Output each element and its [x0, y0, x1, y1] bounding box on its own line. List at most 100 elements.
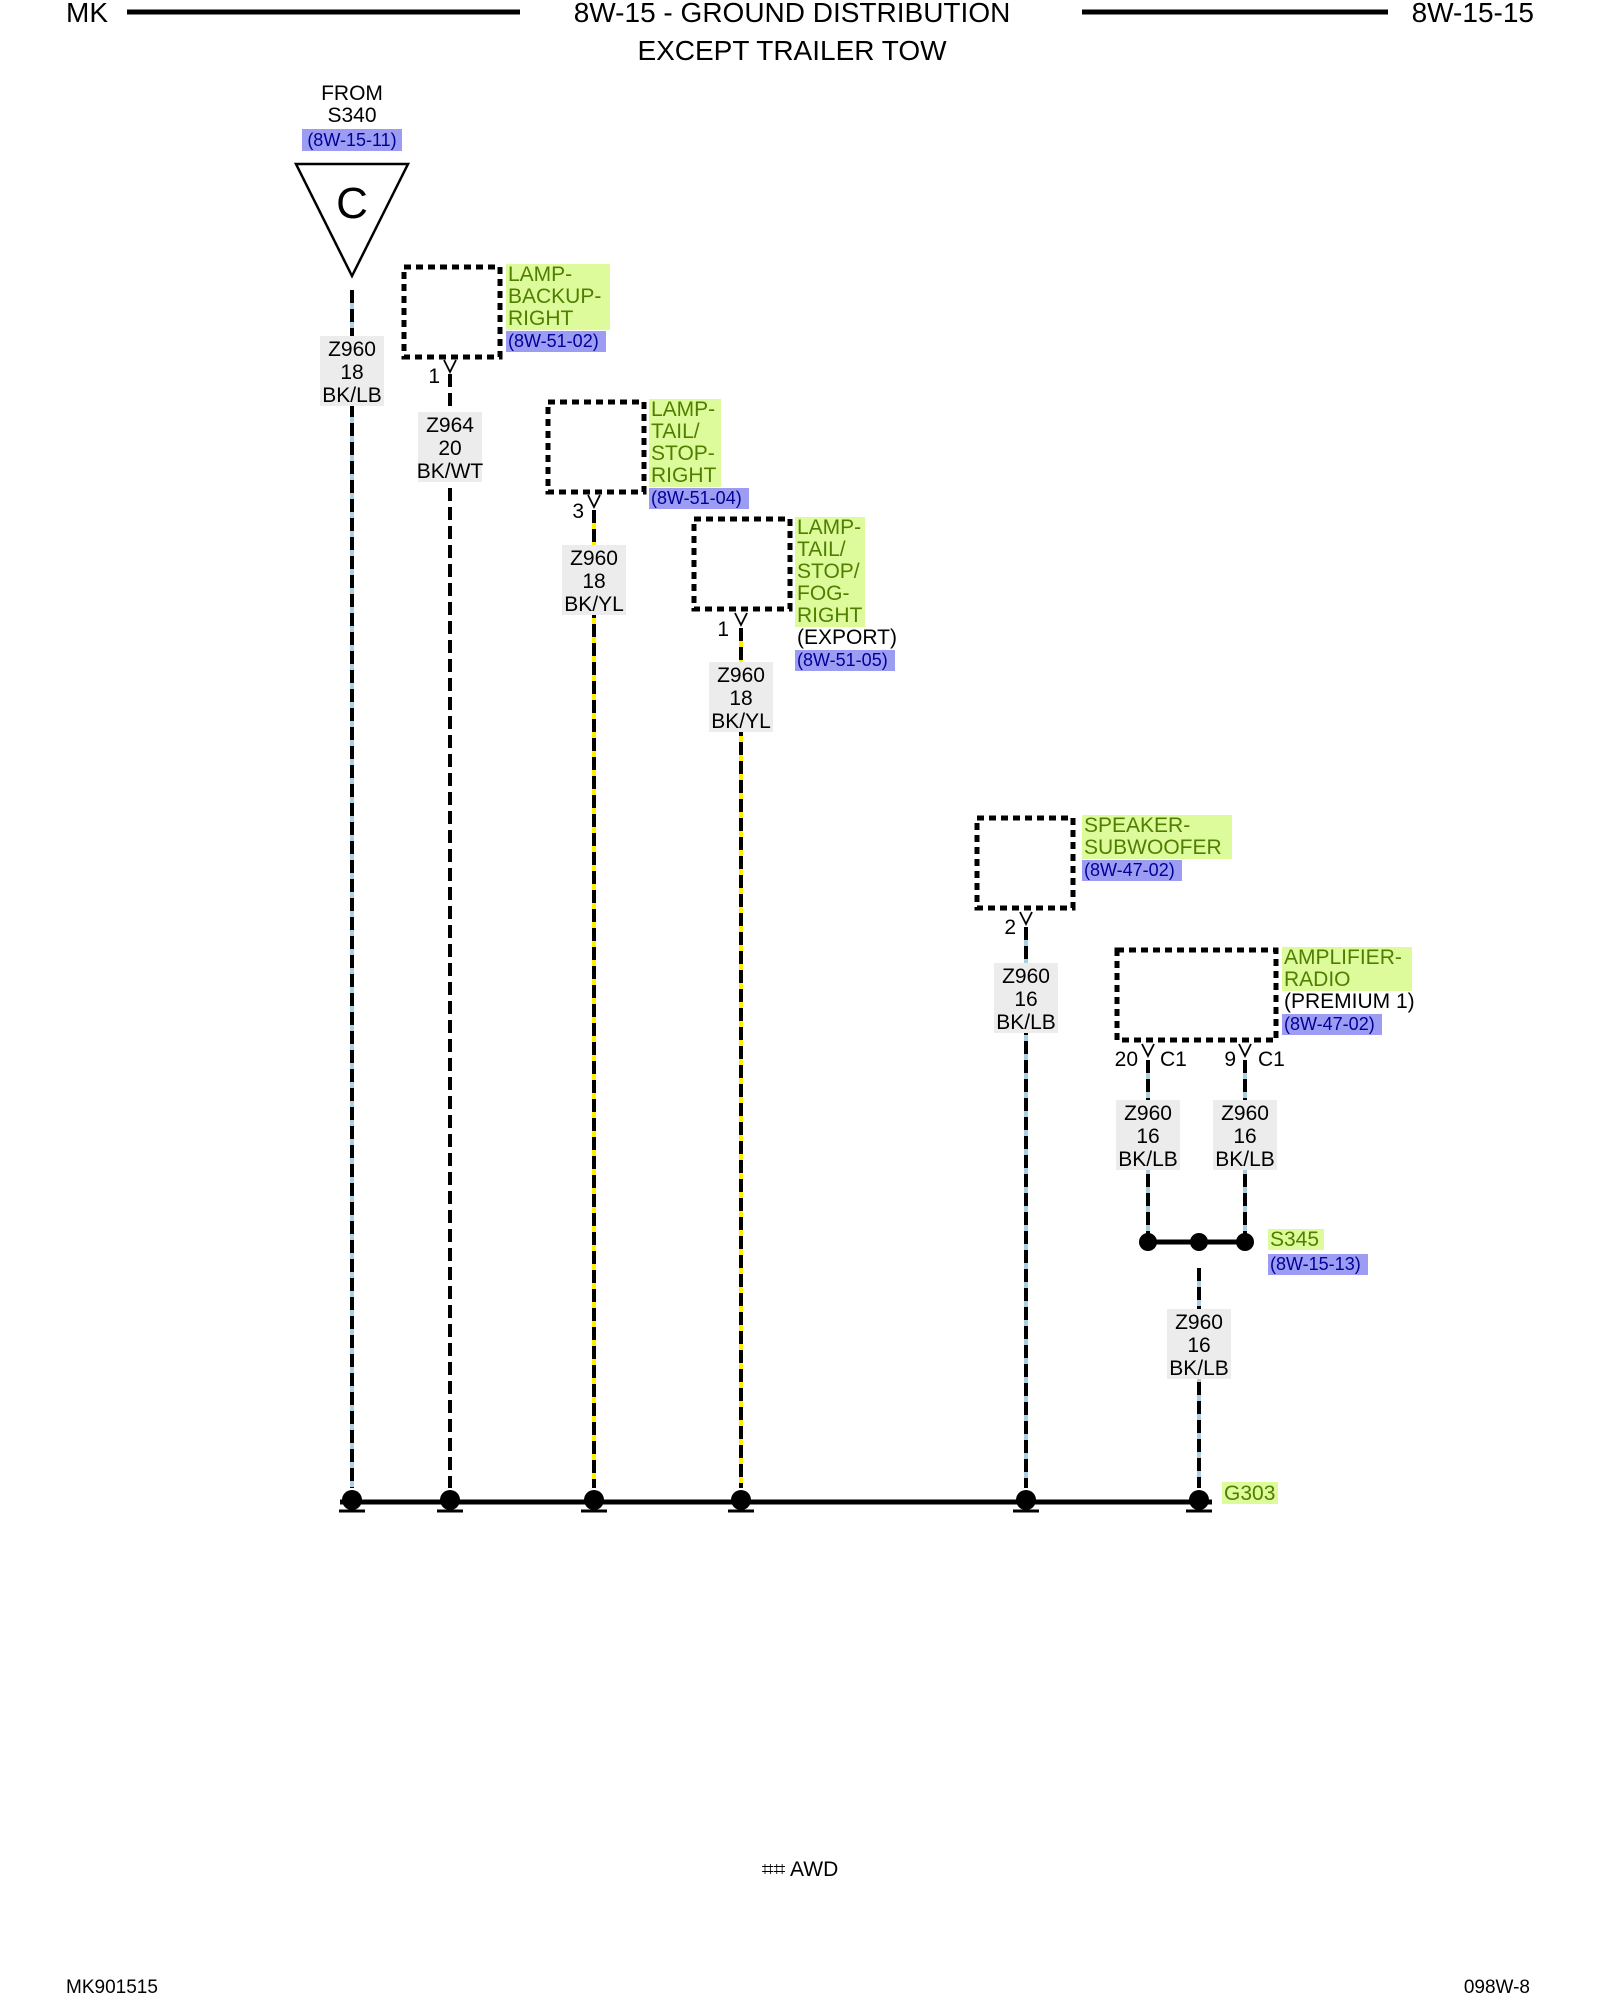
splice-node — [1190, 1233, 1208, 1251]
ground-name: G303 — [1224, 1482, 1275, 1505]
wire-color-code: BK/YL — [711, 710, 771, 733]
component-name-line: STOP- — [651, 442, 715, 465]
wire-circuit-id: Z960 — [570, 547, 618, 570]
splice-ref-link[interactable]: (8W-15-13) — [1270, 1254, 1361, 1274]
ground-node — [731, 1490, 751, 1510]
pin-terminal-marker — [443, 359, 457, 375]
component-name-line: RIGHT — [651, 464, 717, 487]
component-name-line: LAMP- — [651, 398, 715, 421]
splice-node — [1139, 1233, 1157, 1251]
wire-gauge: 18 — [340, 361, 363, 384]
footer-page-code: MK901515 — [66, 1977, 158, 1998]
pin-terminal-marker — [734, 612, 748, 628]
component-name-line: TAIL/ — [797, 538, 846, 561]
connector-letter: C — [336, 179, 368, 228]
wire-color-code: BK/LB — [1215, 1148, 1275, 1171]
splice-node — [1236, 1233, 1254, 1251]
component-name-line: AMPLIFIER- — [1284, 946, 1402, 969]
pin-number: 1 — [717, 618, 729, 641]
wire-label-bg — [320, 336, 384, 406]
component-name-highlight — [795, 517, 865, 539]
component-option-note: (EXPORT) — [797, 626, 897, 649]
component-label: SPEAKER-SUBWOOFER(8W-47-02) — [1082, 814, 1232, 881]
page-header: MK 8W-15 - GROUND DISTRIBUTION EXCEPT TR… — [66, 0, 1534, 66]
component-name-highlight — [795, 605, 865, 627]
component-ref-link[interactable]: (8W-51-05) — [797, 650, 888, 670]
component-name-line: BACKUP- — [508, 285, 601, 308]
pin-number: 2 — [1004, 916, 1016, 939]
component-ref-link[interactable]: (8W-47-02) — [1284, 1014, 1375, 1034]
component-name-line: LAMP- — [508, 263, 572, 286]
footer-sheet-code: 098W-8 — [1464, 1977, 1530, 1998]
component-ref-link[interactable]: (8W-47-02) — [1084, 860, 1175, 880]
component-name-highlight — [795, 583, 865, 605]
wire-color-code: BK/YL — [564, 593, 624, 616]
component-ref-highlight — [795, 650, 895, 671]
component-name-highlight — [1282, 947, 1412, 969]
component-name-highlight — [1082, 837, 1232, 859]
wire-gauge: 16 — [1136, 1125, 1159, 1148]
wire-circuit-id: Z960 — [717, 664, 765, 687]
pin-number: 3 — [572, 500, 584, 523]
component-ref-link[interactable]: (8W-51-02) — [508, 331, 599, 351]
pin-terminal-marker — [1141, 1043, 1155, 1059]
component-name-line: LAMP- — [797, 516, 861, 539]
pin-number: 1 — [428, 365, 440, 388]
wire-color-code: BK/LB — [996, 1011, 1056, 1034]
component-ref-highlight — [1082, 860, 1182, 881]
component-option-note: (PREMIUM 1) — [1284, 990, 1415, 1013]
wire-label-bg — [1116, 1100, 1180, 1170]
ground-node — [1189, 1490, 1209, 1510]
source-ref-link[interactable]: (8W-15-11) — [307, 130, 396, 150]
wire-gauge: 16 — [1233, 1125, 1256, 1148]
component-name-highlight — [1282, 969, 1412, 991]
component-name-line: STOP/ — [797, 560, 860, 583]
component-name-highlight — [1082, 815, 1232, 837]
component-box-lamp-tail-stop-fog-right — [691, 516, 793, 612]
source-connector: FROM S340 (8W-15-11) C — [293, 82, 411, 279]
splice-ref-highlight — [1268, 1254, 1368, 1275]
header-model-code: MK — [66, 0, 108, 28]
splice-name: S345 — [1270, 1228, 1319, 1251]
ground-node — [440, 1490, 460, 1510]
component-label: LAMP-BACKUP-RIGHT(8W-51-02) — [506, 263, 610, 352]
component-name-line: RADIO — [1284, 968, 1351, 991]
ground-node — [584, 1490, 604, 1510]
component-name-line: TAIL/ — [651, 420, 700, 443]
component-name-line: RIGHT — [797, 604, 863, 627]
wire-gauge: 18 — [729, 687, 752, 710]
wire-circuit-id: Z960 — [1221, 1102, 1269, 1125]
component-name-highlight — [649, 421, 721, 443]
wire-gauge: 16 — [1014, 988, 1037, 1011]
page-number: 8W-15-15 — [1412, 0, 1534, 28]
component-box-lamp-backup-right — [401, 264, 503, 360]
ground-node — [342, 1490, 362, 1510]
wire-circuit-id: Z960 — [1124, 1102, 1172, 1125]
pin-number: 9 — [1224, 1048, 1236, 1071]
ground-node — [1016, 1490, 1036, 1510]
wire-label-bg — [418, 412, 482, 482]
component-name-highlight — [795, 561, 865, 583]
page-title: 8W-15 - GROUND DISTRIBUTION — [574, 0, 1011, 28]
component-ref-link[interactable]: (8W-51-04) — [651, 488, 742, 508]
ground-name-highlight — [1222, 1482, 1278, 1504]
splice-name-highlight — [1268, 1229, 1324, 1250]
wire-circuit-id: Z960 — [1002, 965, 1050, 988]
wire-color-code: BK/LB — [322, 384, 382, 407]
component-ref-highlight — [649, 488, 749, 509]
component-ref-highlight — [1282, 1014, 1382, 1035]
component-box-speaker-subwoofer — [974, 815, 1076, 911]
wire-color-code: BK/WT — [417, 460, 484, 483]
pin-terminal-marker — [587, 494, 601, 510]
component-ref-highlight — [506, 331, 606, 352]
wire-color-code: BK/LB — [1169, 1357, 1229, 1380]
pin-terminal-marker — [1238, 1043, 1252, 1059]
component-box-lamp-tail-stop-right — [545, 399, 647, 495]
component-name-highlight — [649, 443, 721, 465]
wire-gauge: 20 — [438, 437, 461, 460]
pin-terminal-marker — [1019, 911, 1033, 927]
